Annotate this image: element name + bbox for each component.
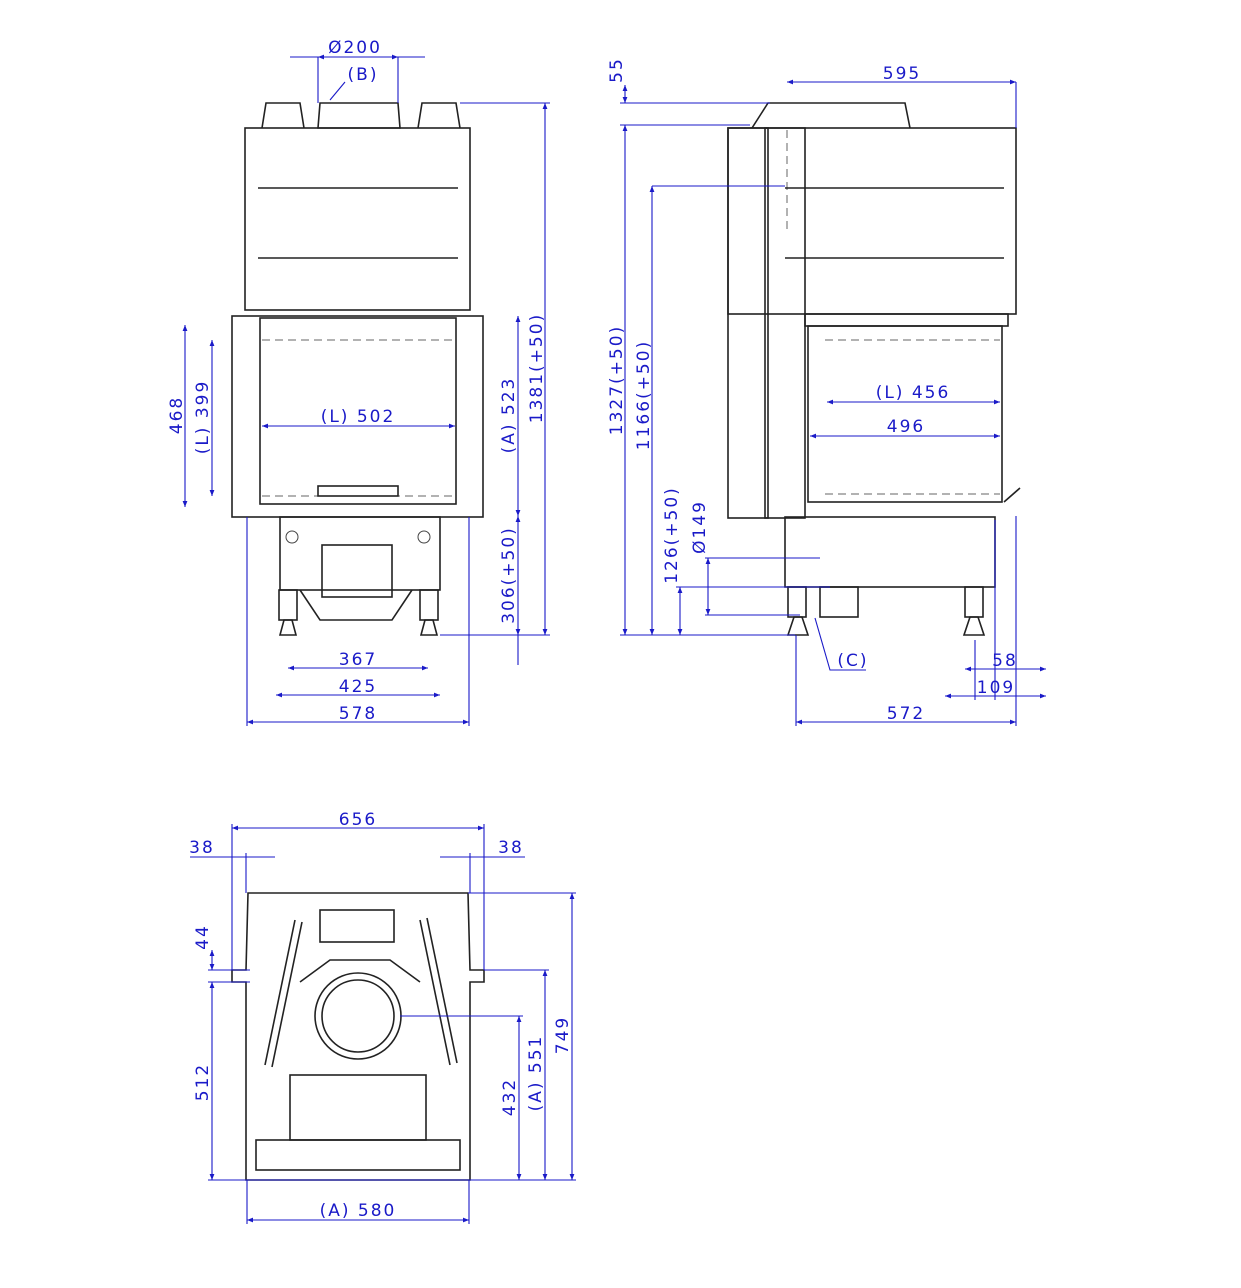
dim-depth-bottom: 572 <box>887 704 925 724</box>
dim-air-inlet-height: 126(+50) <box>662 486 682 584</box>
dim-depth-749: 749 <box>553 1016 573 1054</box>
marker-b: (B) <box>348 65 379 85</box>
bottom-view <box>231 892 485 1181</box>
front-view <box>231 102 484 636</box>
dim-top-offset: 55 <box>607 57 627 83</box>
dim-offset-44: 44 <box>193 924 213 950</box>
dim-air-inlet-diameter: Ø149 <box>690 500 710 554</box>
dim-depth-top: 595 <box>883 64 921 84</box>
dim-frame-height: 468 <box>167 396 187 434</box>
dim-opening-width-580: (A) 580 <box>320 1201 397 1221</box>
dim-opening-height: (A) 523 <box>499 377 519 454</box>
dimension-labels: Ø200 (B) (L) 502 468 (L) 399 (A) 523 138… <box>167 38 1018 1221</box>
dim-side-glass-width: (L) 456 <box>876 383 951 403</box>
dim-foot-58: 58 <box>992 651 1018 671</box>
dim-right-overhang: 38 <box>498 838 524 858</box>
dim-height-1327: 1327(+50) <box>607 325 627 435</box>
dim-depth-512: 512 <box>193 1063 213 1101</box>
dim-feet-outer: 425 <box>339 677 377 697</box>
dim-flue-diameter: Ø200 <box>328 38 382 58</box>
dim-left-overhang: 38 <box>189 838 215 858</box>
dim-bottom-width: 656 <box>339 810 377 830</box>
dim-height-1166: 1166(+50) <box>634 340 654 450</box>
dim-foot-109: 109 <box>977 678 1015 698</box>
dim-front-width: 578 <box>339 704 377 724</box>
side-view <box>727 102 1021 636</box>
dim-depth-432: 432 <box>500 1078 520 1116</box>
dim-base-height: 306(+50) <box>499 526 519 624</box>
dim-total-height: 1381(+50) <box>527 313 547 423</box>
dim-depth-551: (A) 551 <box>526 1035 546 1112</box>
dim-feet-inner: 367 <box>339 650 377 670</box>
dim-side-opening-width: 496 <box>887 417 925 437</box>
dim-glass-height: (L) 399 <box>193 380 213 455</box>
dimension-lines <box>182 54 1046 1224</box>
dim-front-glass-width: (L) 502 <box>321 407 396 427</box>
marker-c: (C) <box>837 651 868 671</box>
